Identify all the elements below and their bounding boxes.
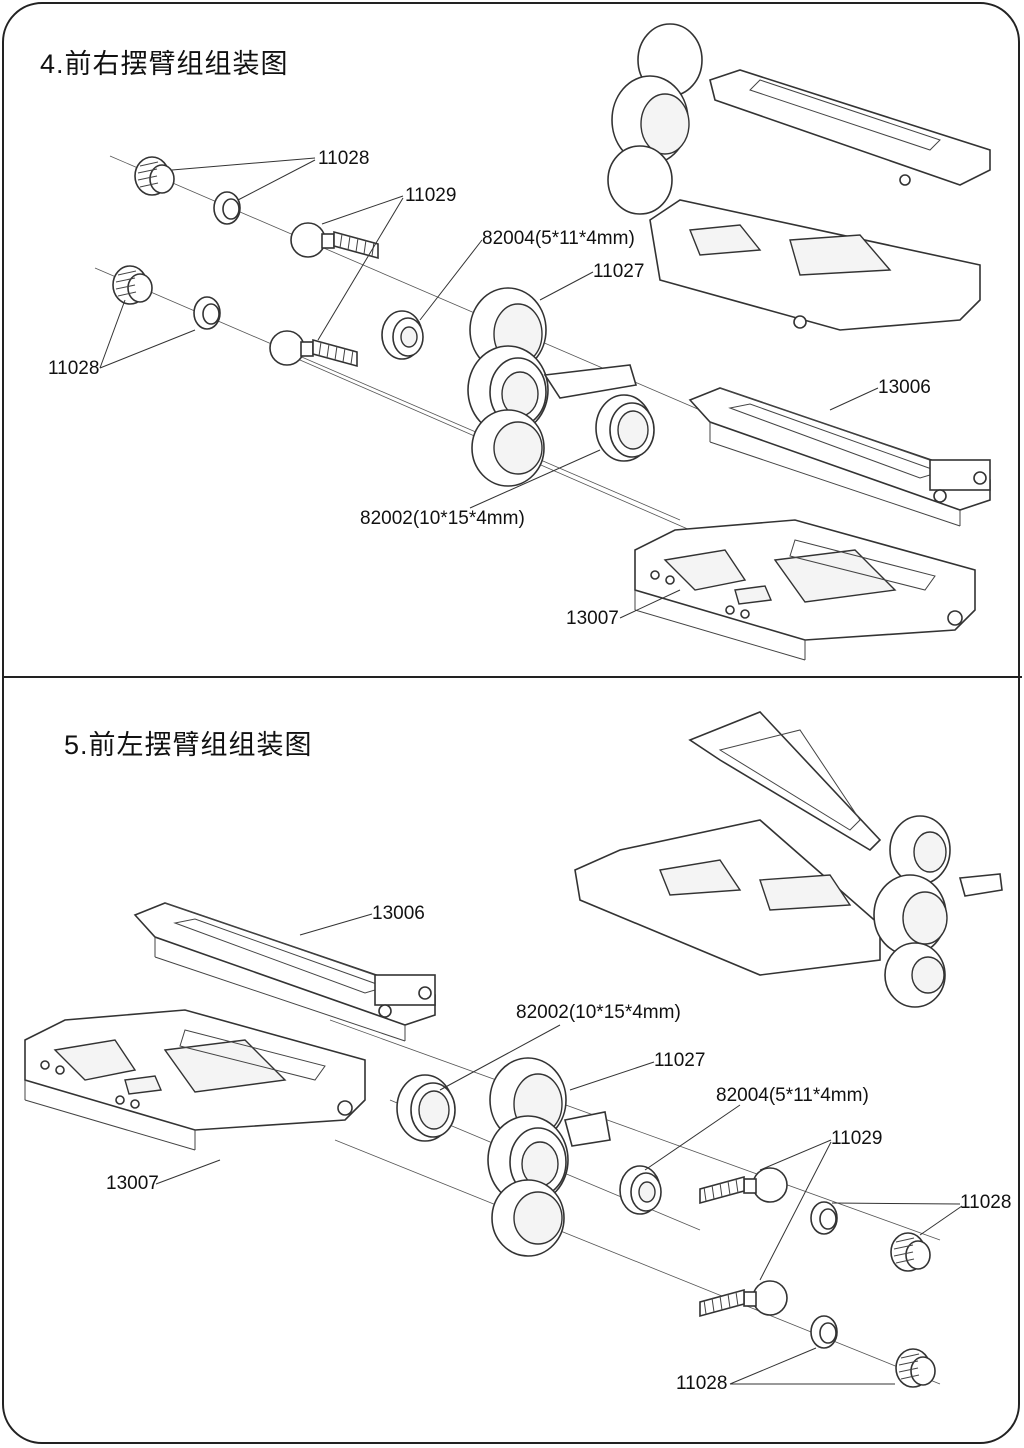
s4-callout-13006: 13006 bbox=[878, 377, 931, 398]
s5-setscrew-right-icon bbox=[890, 1232, 931, 1272]
s4-callout-11028-top: 11028 bbox=[318, 148, 370, 169]
section-divider bbox=[2, 676, 1022, 678]
s5-bearing-82002-icon bbox=[396, 1074, 456, 1142]
s5-callout-82002: 82002(10*15*4mm) bbox=[516, 1002, 681, 1023]
s5-callout-11028-bottom: 11028 bbox=[676, 1373, 728, 1394]
s4-callout-11029: 11029 bbox=[405, 185, 457, 206]
s4-hub-carrier-icon bbox=[467, 287, 549, 487]
section-5-title: 5.前左摆臂组组装图 bbox=[64, 730, 313, 760]
s5-steering-tab-icon bbox=[564, 1111, 611, 1147]
s4-lower-arm-13007-icon bbox=[634, 519, 976, 661]
section-4-title: 4.前右摆臂组组装图 bbox=[40, 49, 289, 79]
s5-ballstud-bottom-icon bbox=[699, 1280, 788, 1317]
s4-steering-tab-icon bbox=[543, 364, 638, 399]
s5-assembled-preview-icon bbox=[574, 711, 1003, 1008]
s4-setscrew-top-icon bbox=[134, 156, 175, 196]
s5-callout-11029: 11029 bbox=[831, 1128, 883, 1149]
s4-assembled-preview-icon bbox=[607, 23, 991, 331]
s4-callout-11028-left: 11028 bbox=[48, 358, 100, 379]
s4-ballstud-bottom-icon bbox=[269, 330, 358, 367]
s4-upper-arm-13006-icon bbox=[689, 387, 991, 527]
s4-setscrew-left-icon bbox=[112, 265, 153, 305]
s4-callout-13007: 13007 bbox=[566, 608, 619, 629]
s4-callout-11027: 11027 bbox=[593, 261, 645, 282]
s5-hub-carrier-icon bbox=[487, 1057, 569, 1257]
s4-washer-left-icon bbox=[193, 296, 221, 330]
s5-bearing-82004-icon bbox=[619, 1165, 662, 1215]
s5-lower-arm-13007-icon bbox=[24, 1009, 366, 1151]
s5-setscrew-bottom-icon bbox=[895, 1348, 936, 1388]
s5-washer-bottom-icon bbox=[810, 1315, 838, 1349]
s4-bearing-82002-icon bbox=[595, 394, 655, 462]
s4-washer-top-icon bbox=[213, 191, 241, 225]
s4-callout-82004: 82004(5*11*4mm) bbox=[482, 228, 635, 249]
s5-washer-top-icon bbox=[810, 1201, 838, 1235]
s5-callout-13007: 13007 bbox=[106, 1173, 159, 1194]
s4-callout-82002: 82002(10*15*4mm) bbox=[360, 508, 525, 529]
s5-callout-13006: 13006 bbox=[372, 903, 425, 924]
s5-ballstud-top-icon bbox=[699, 1167, 788, 1204]
s4-bearing-82004-icon bbox=[381, 310, 424, 360]
s5-callout-11027: 11027 bbox=[654, 1050, 706, 1071]
s5-callout-82004: 82004(5*11*4mm) bbox=[716, 1085, 869, 1106]
s5-callout-11028-right: 11028 bbox=[960, 1192, 1012, 1213]
